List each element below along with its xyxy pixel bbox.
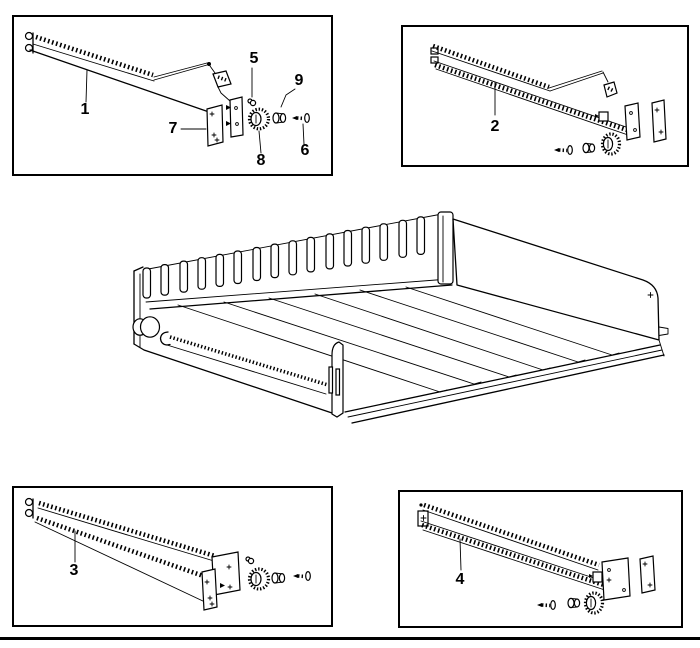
screw-2	[554, 144, 573, 155]
rail-clip-2	[595, 111, 609, 122]
bushing-2	[582, 142, 596, 154]
panel-top-left: 1 7 5 9 8 6	[12, 15, 333, 176]
drawer-basket-drawing	[120, 195, 680, 440]
screw-4	[537, 599, 556, 610]
screw-3	[293, 570, 311, 581]
callout-6: 6	[300, 142, 310, 159]
callout-4: 4	[455, 571, 465, 588]
divider-comb-back-wall	[142, 211, 454, 310]
mounting-plate-7	[206, 104, 224, 147]
roller-8	[247, 107, 271, 131]
release-wire-1	[153, 62, 216, 81]
roller-3	[247, 567, 271, 591]
base-front-edge	[344, 339, 665, 424]
right-wall	[452, 218, 669, 341]
callout-7: 7	[168, 120, 178, 137]
callout-3: 3	[69, 562, 79, 579]
side-plate-4	[639, 555, 656, 594]
front-panel	[328, 341, 344, 418]
rail-4	[417, 502, 621, 596]
bushing-4	[567, 597, 581, 609]
bottom-divider-line	[0, 637, 700, 640]
roller-4	[583, 591, 605, 615]
panel-bottom-right-drawing	[417, 502, 656, 615]
mounting-plate-3	[201, 568, 218, 611]
bracket-plate-2	[624, 102, 641, 141]
drawer-basket-svg	[132, 211, 669, 424]
panel-top-right: 2	[401, 25, 689, 167]
roller-2	[600, 132, 622, 156]
bracket-plate-1	[226, 96, 244, 138]
bushing-3	[271, 572, 286, 584]
front-rail	[159, 331, 329, 395]
callout-9: 9	[294, 72, 304, 89]
base-ribs	[177, 286, 620, 393]
bracket-plate-4	[601, 557, 631, 601]
leader-lines-panel-4	[459, 538, 462, 571]
panel-bottom-left-drawing	[24, 497, 311, 611]
side-plate-2	[651, 99, 667, 143]
callout-1: 1	[80, 101, 90, 118]
rail-1	[24, 31, 210, 113]
screw-6	[292, 112, 310, 123]
panel-bottom-right: 4	[398, 490, 683, 628]
bracket-flag-2	[603, 81, 618, 98]
rail-3	[24, 497, 236, 603]
rail-2	[430, 43, 632, 137]
panel-bottom-left: 3	[12, 486, 333, 627]
bracket-flag-1	[212, 70, 232, 102]
rail-clip-4	[589, 571, 603, 583]
nut-3	[245, 556, 255, 565]
callout-2: 2	[490, 118, 500, 135]
knob	[132, 316, 161, 338]
panel-top-left-drawing	[24, 31, 310, 154]
nut-5	[247, 98, 257, 107]
callout-5: 5	[249, 50, 259, 67]
callout-8: 8	[256, 152, 266, 169]
panel-top-right-drawing	[430, 43, 667, 156]
bushing-9	[272, 112, 287, 124]
leader-lines-panel-1	[85, 67, 305, 154]
